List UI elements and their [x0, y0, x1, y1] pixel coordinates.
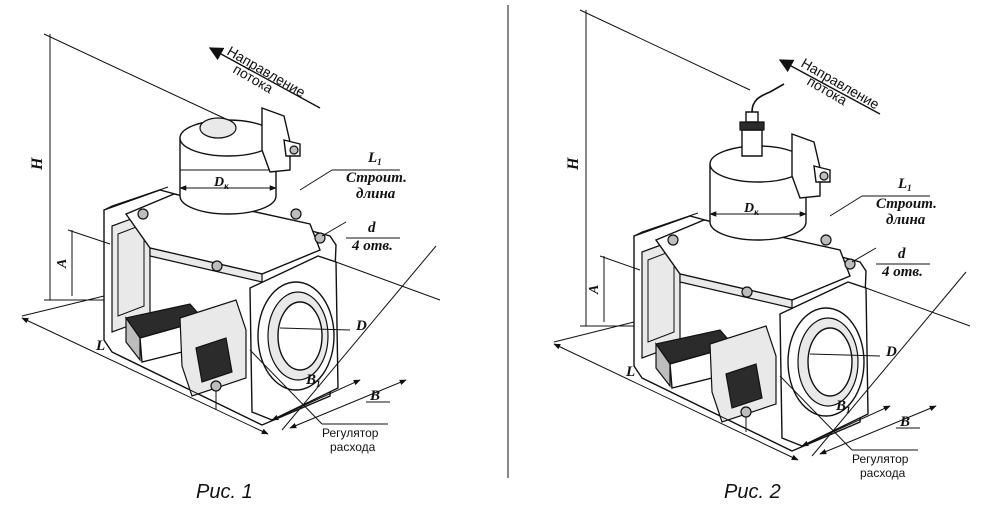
holes-label: 4 отв.: [351, 238, 393, 254]
regulator-label-line2: расхода: [330, 440, 376, 454]
regulator-label-line1: Регулятор: [852, 452, 909, 466]
l-dimension-line: [553, 343, 799, 461]
l-label: L: [625, 364, 635, 380]
d-label: d: [368, 220, 376, 236]
figure-1-caption: Рис. 1: [196, 481, 253, 503]
figure-2-caption: Рис. 2: [724, 481, 781, 503]
big-d-label: D: [885, 344, 897, 360]
regulator-leader: [249, 349, 323, 425]
d-diameter-line: [279, 327, 351, 331]
l-label: L: [95, 338, 105, 354]
figure-2: Направление потока H A L Dк L1 Строит. д…: [553, 9, 971, 503]
dk-label: Dк: [743, 201, 759, 217]
a-label: A: [587, 285, 602, 295]
l1-label: L1: [897, 176, 912, 193]
a-label: A: [55, 259, 70, 269]
build-label-line2: длина: [356, 186, 396, 202]
holes-label: 4 отв.: [881, 264, 923, 280]
d-diameter-line: [809, 353, 881, 357]
dk-label: Dк: [213, 175, 229, 191]
flow-direction-arrow: [778, 59, 881, 115]
valve-body: [103, 107, 339, 426]
h-label: H: [29, 157, 46, 171]
l-dimension-line: [21, 317, 269, 435]
b-label: B: [899, 414, 910, 430]
big-d-label: D: [355, 318, 367, 334]
b-label: B: [369, 388, 380, 404]
build-label-line1: Строит.: [876, 196, 937, 212]
h-label: H: [565, 157, 582, 171]
l1-extension: [335, 261, 441, 301]
build-label-line1: Строит.: [346, 170, 407, 186]
l1-label: L1: [367, 150, 382, 167]
valve-body: [633, 83, 869, 452]
flow-direction-arrow: [208, 47, 321, 109]
regulator-leader: [779, 375, 853, 451]
figure-1: Направление потока H A L Dк L1 Строит. д…: [21, 33, 441, 503]
build-label-line2: длина: [886, 212, 926, 228]
regulator-label-line1: Регулятор: [322, 426, 379, 440]
d-label: d: [898, 246, 906, 262]
regulator-label-line2: расхода: [860, 466, 906, 480]
l1-extension: [865, 287, 971, 327]
